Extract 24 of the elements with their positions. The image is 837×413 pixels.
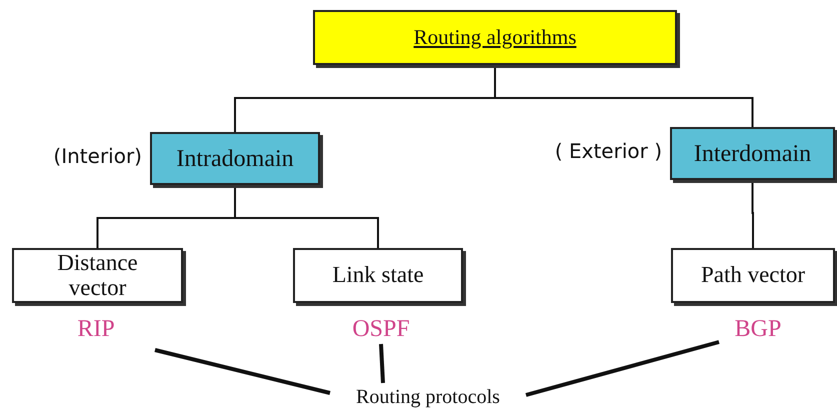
title-text: Routing algorithms: [414, 27, 576, 48]
connector-line: [234, 185, 379, 248]
box-label: Interdomain: [694, 142, 812, 166]
scope-label: (Interior): [53, 144, 142, 168]
category-box: [150, 132, 320, 185]
algorithm-box: [293, 248, 463, 303]
box-label: Link state: [332, 263, 424, 288]
algorithm-box: [12, 248, 183, 303]
connector-line: [752, 180, 754, 248]
scope-label: ( Exterior ): [554, 139, 662, 163]
leader-line: [379, 344, 385, 384]
protocol-name: OSPF: [345, 314, 417, 344]
box-label: Path vector: [700, 263, 806, 288]
leader-line: [154, 348, 330, 395]
box-label: Distance vector: [56, 251, 139, 300]
box-label: Intradomain: [176, 146, 294, 170]
leader-line: [525, 340, 720, 397]
protocol-name: RIP: [65, 314, 127, 344]
caption-text: Routing protocols: [330, 383, 526, 411]
algorithm-box: [671, 248, 835, 303]
title-box: [313, 10, 677, 65]
protocol-name: BGP: [725, 314, 791, 344]
connector-line: [494, 65, 754, 127]
category-box: [670, 127, 835, 180]
